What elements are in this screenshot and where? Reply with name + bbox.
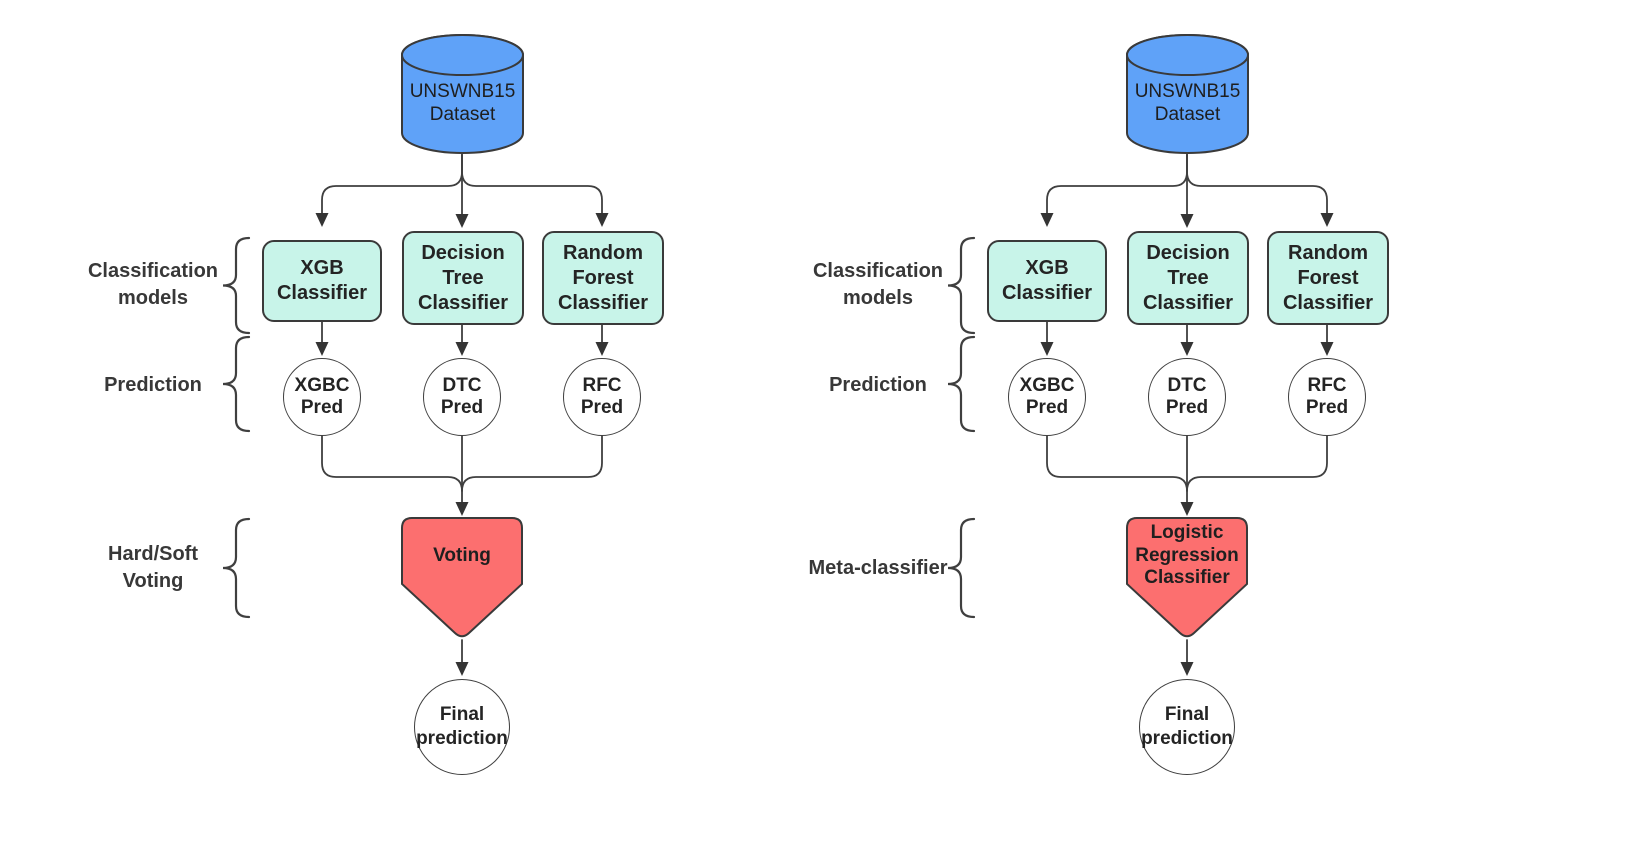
label-prediction: Prediction xyxy=(829,373,927,396)
decision-tree-classifier-node: Decision Tree Classifier xyxy=(1127,231,1249,325)
final-prediction-node: Final prediction xyxy=(414,679,510,775)
xgbc-pred-node: XGBC Pred xyxy=(283,358,361,436)
rfc-pred-node: RFC Pred xyxy=(563,358,641,436)
label-hard-soft-voting: Hard/Soft Voting xyxy=(108,543,198,592)
logistic-regression-classifier-node-label: Logistic Regression Classifier xyxy=(1135,521,1239,589)
label-classification-models: Classification models xyxy=(87,260,219,309)
xgb-classifier-node: XGB Classifier xyxy=(262,240,382,322)
stacking-ensemble-diagram: UNSWNB15 Dataset Classification models P… xyxy=(725,0,1640,844)
voting-ensemble-diagram: UNSWNB15 Dataset Classification models P… xyxy=(87,80,664,775)
label-meta-classifier: Meta-classifier xyxy=(808,556,948,579)
rfc-pred-node: RFC Pred xyxy=(1288,358,1366,436)
dtc-pred-node: DTC Pred xyxy=(423,358,501,436)
label-prediction: Prediction xyxy=(104,373,202,396)
dtc-pred-node: DTC Pred xyxy=(1148,358,1226,436)
dataset-node: UNSWNB15 Dataset xyxy=(1134,80,1241,125)
voting-node-label: Voting xyxy=(433,544,491,566)
xgb-classifier-node: XGB Classifier xyxy=(987,240,1107,322)
label-classification-models: Classification models xyxy=(812,260,944,309)
xgbc-pred-node: XGBC Pred xyxy=(1008,358,1086,436)
dataset-node: UNSWNB15 Dataset xyxy=(409,80,516,125)
random-forest-classifier-node: Random Forest Classifier xyxy=(1267,231,1389,325)
final-prediction-node: Final prediction xyxy=(1139,679,1235,775)
decision-tree-classifier-node: Decision Tree Classifier xyxy=(402,231,524,325)
random-forest-classifier-node: Random Forest Classifier xyxy=(542,231,664,325)
